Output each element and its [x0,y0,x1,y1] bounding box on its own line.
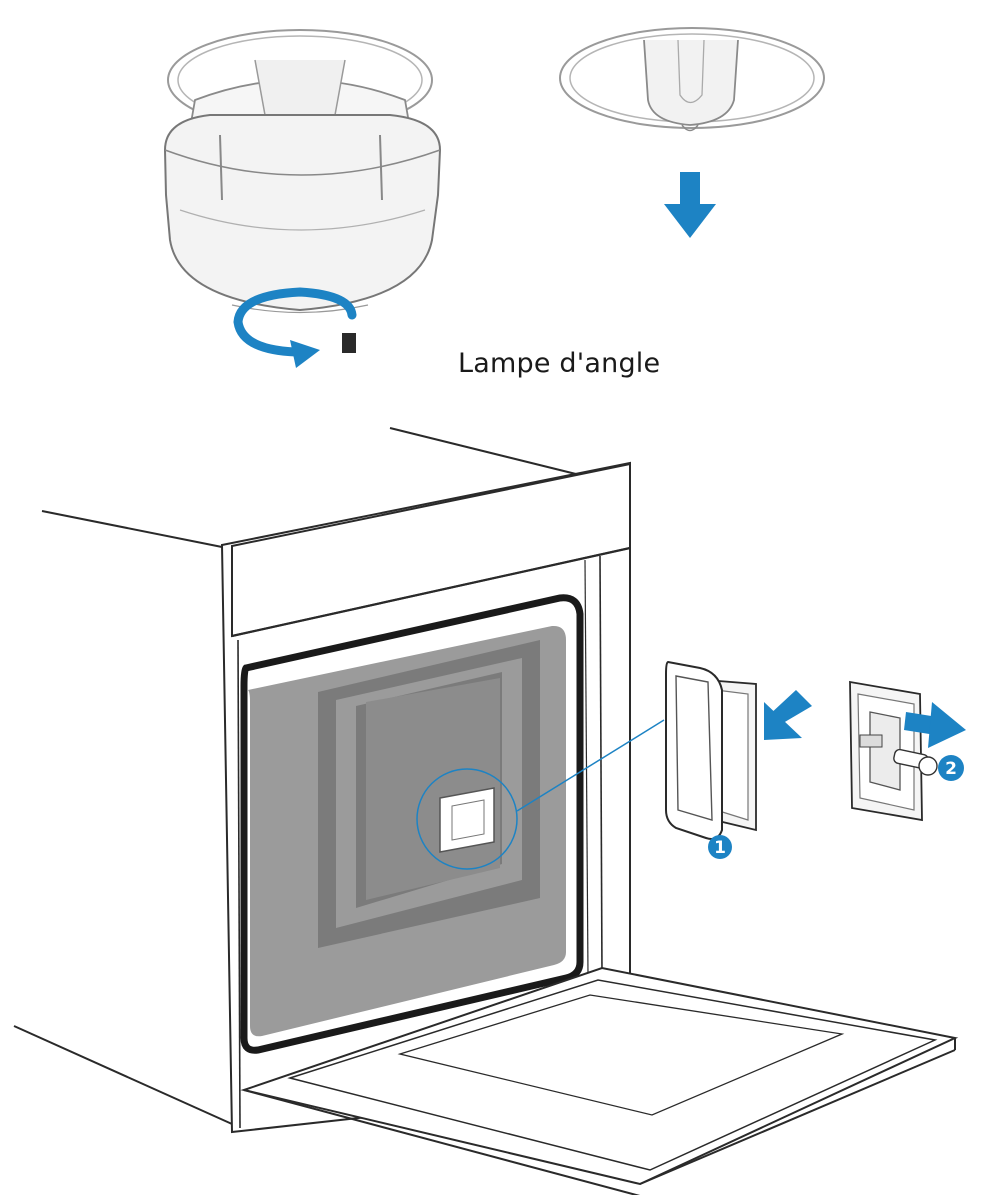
round-lamp-cover-illustration [163,29,442,368]
lamp-socket-illustration [559,27,825,238]
pull-out-arrow-icon [904,702,966,748]
rotate-arrow-icon [233,287,357,368]
step-number-1: 1 [714,838,726,858]
remove-arrow-icon [764,690,812,740]
magnifier-circle-icon [416,719,665,870]
oven-illustration [13,427,959,1197]
down-arrow-icon [664,172,716,238]
bulb-socket-illustration: 2 [849,680,966,822]
figure-caption: Lampe d'angle [458,348,661,379]
lamp-cover-removed-illustration: 1 [665,660,812,859]
step-badge-1: 1 [708,835,732,859]
step-number-2: 2 [945,759,957,779]
step-badge-2: 2 [938,755,964,781]
